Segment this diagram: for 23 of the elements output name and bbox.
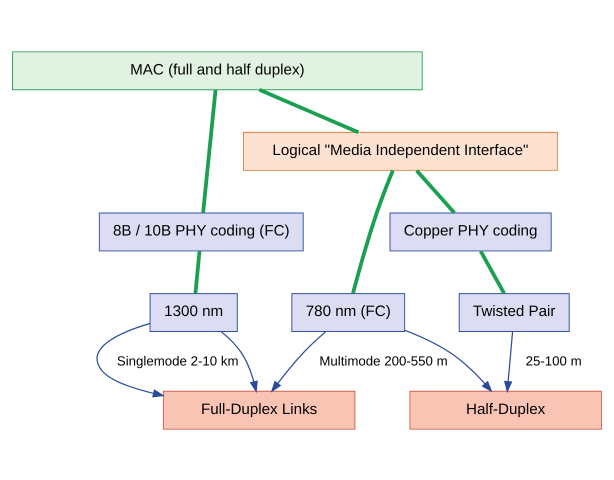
edge-label: Multimode 200-550 m — [319, 352, 448, 368]
node-box: Half-Duplex — [409, 390, 602, 430]
node-box: MAC (full and half duplex) — [12, 50, 423, 90]
connector — [351, 169, 395, 294]
node-box: 8B / 10B PHY coding (FC) — [98, 212, 304, 251]
node-box: 1300 nm — [150, 292, 238, 332]
connector — [258, 88, 360, 134]
arrow — [404, 329, 493, 392]
edge-label: 25-100 m — [526, 352, 582, 368]
connector — [194, 250, 202, 294]
connector — [201, 89, 218, 213]
arrow — [220, 330, 258, 393]
node-box: Logical "Media Independent Interface" — [243, 131, 558, 170]
connector — [479, 250, 506, 294]
arrow — [96, 322, 165, 397]
arrow — [504, 331, 514, 393]
connector — [415, 168, 456, 214]
node-box: Full-Duplex Links — [162, 390, 356, 430]
arrow — [270, 330, 326, 392]
node-box: Copper PHY coding — [390, 212, 552, 251]
node-box: Twisted Pair — [458, 292, 570, 332]
node-box: 780 nm (FC) — [291, 292, 406, 332]
edge-label: Singlemode 2-10 km — [116, 352, 239, 368]
